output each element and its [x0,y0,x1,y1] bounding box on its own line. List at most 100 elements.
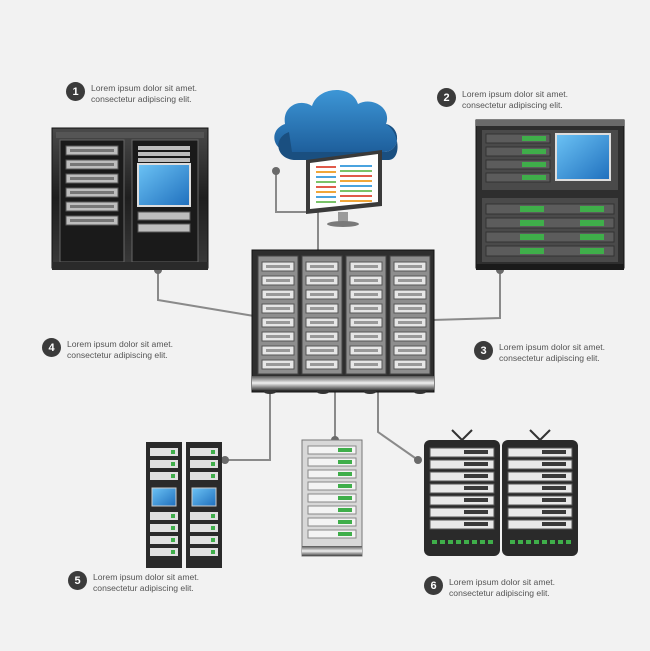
rack-slot [580,220,604,226]
rack-slot [190,512,218,520]
rack-slot [310,307,334,310]
rack-slot [389,255,431,375]
rack-slot [150,472,178,480]
rack-slot [307,493,357,503]
server-rack-icon [475,119,625,270]
rack-slot [398,335,422,338]
rack-slot [520,220,544,226]
rack-slot [316,171,336,173]
step-number: 1 [66,82,85,101]
rack-slot [70,163,114,166]
rack-slot [429,495,495,506]
rack-slot [507,459,573,470]
rack-slot [354,363,378,366]
step-description: Lorem ipsum dolor sit amet. consectetur … [449,577,556,598]
rack-slot [488,540,493,544]
rack-slot [485,245,615,257]
rack-slot [338,460,352,464]
step-number: 5 [68,571,87,590]
rack-slot [580,206,604,212]
rack-slot [307,457,357,467]
rack-slot [338,532,352,536]
rack-slot [310,321,334,324]
connector-lines [157,172,501,461]
rack-slot [211,474,215,478]
rack-slot [137,223,191,233]
connector-pair-left [225,392,271,461]
step-label-6: 6 Lorem ipsum dolor sit amet. consectetu… [424,576,555,599]
step-description: Lorem ipsum dolor sit amet. consectetur … [462,89,569,110]
rack-slot [307,529,357,539]
rack-slot [464,450,488,454]
rack-slot [580,248,604,254]
rack-slot [138,152,190,156]
rack-slot [507,471,573,482]
server-rack-icon [424,429,578,556]
rack-slot [70,177,114,180]
rack-slot [171,550,175,554]
rack-slot [345,255,387,375]
rack-slot [340,175,372,177]
rack-slot [485,203,615,215]
rack-slot [520,234,544,240]
step-label-2: 2 Lorem ipsum dolor sit amet. consectetu… [437,88,568,111]
rack-slot [522,175,546,180]
rack-slot [190,472,218,480]
rack-slot [301,255,343,375]
rack-slot [171,526,175,530]
rack-slot [190,460,218,468]
rack-slot [338,484,352,488]
rack-slot [340,200,372,202]
rack-slot [354,321,378,324]
rack-slot [398,363,422,366]
rack-slot [340,195,372,197]
rack-slot [485,133,551,144]
rack-slot [485,146,551,157]
rack-slot [429,447,495,458]
rack-slot [534,540,539,544]
rack-slot [338,496,352,500]
rack-slot [70,205,114,208]
rack-slot [171,462,175,466]
rack-slot [354,293,378,296]
rack-slot [354,349,378,352]
rack-slot [429,483,495,494]
rack-slot [354,307,378,310]
connector-node [414,456,422,464]
rack-slot [266,321,290,324]
rack-slot [464,498,488,502]
rack-slot [464,540,469,544]
step-description: Lorem ipsum dolor sit amet. consectetur … [67,339,174,360]
rack-slot [190,548,218,556]
step-description: Lorem ipsum dolor sit amet. consectetur … [93,572,200,593]
rack-slot [266,265,290,268]
rack-slot [354,279,378,282]
rack-slot [338,508,352,512]
rack-slot [398,279,422,282]
rack-slot [522,162,546,167]
rack-slot [542,498,566,502]
rack-slot [429,471,495,482]
rack-slot [580,234,604,240]
rack-slot [310,293,334,296]
rack-slot [398,321,422,324]
rack-slot [338,520,352,524]
rack-slot [190,448,218,456]
rack-slot [440,540,445,544]
step-number: 4 [42,338,61,357]
rack-slot [70,149,114,152]
rack-slot [542,462,566,466]
rack-slot [257,255,299,375]
connector-right [377,392,419,461]
rack-slot [542,522,566,526]
step-label-5: 5 Lorem ipsum dolor sit amet. consectetu… [68,571,199,594]
rack-slot [526,540,531,544]
rack-slot [354,265,378,268]
rack-slot [310,349,334,352]
rack-slot [150,448,178,456]
cloud-icon [274,89,398,160]
rack-slot [340,170,372,172]
rack-slot [464,462,488,466]
rack-slot [316,191,336,193]
